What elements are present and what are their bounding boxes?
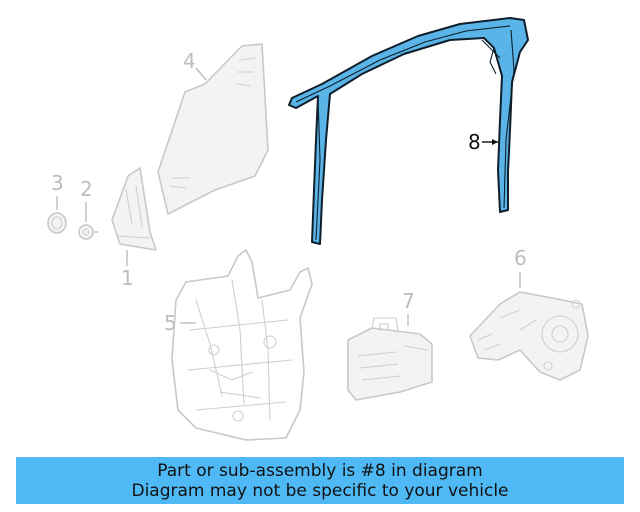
part-5-window-regulator[interactable] — [171, 249, 313, 441]
callout-2: 2 — [80, 177, 93, 222]
svg-text:4: 4 — [183, 49, 196, 73]
svg-text:6: 6 — [514, 246, 527, 270]
svg-text:2: 2 — [80, 177, 93, 201]
part-6-motor[interactable] — [469, 291, 589, 381]
parts-diagram: 4 3 2 1 5 7 6 8 — [47, 17, 589, 441]
part-3-grommet[interactable] — [47, 212, 67, 234]
banner-line-2: Diagram may not be specific to your vehi… — [131, 480, 509, 501]
svg-text:8: 8 — [468, 130, 481, 154]
svg-text:1: 1 — [121, 266, 134, 290]
svg-text:5: 5 — [164, 311, 177, 335]
part-7-control-module[interactable] — [347, 317, 433, 401]
svg-text:7: 7 — [402, 289, 415, 313]
part-8-door-frame-seal[interactable] — [288, 17, 529, 245]
callout-3: 3 — [51, 171, 64, 210]
callout-5: 5 — [164, 311, 196, 335]
part-2-clip[interactable] — [78, 224, 99, 240]
part-1-bracket[interactable] — [111, 167, 157, 251]
callout-8: 8 — [468, 130, 498, 154]
callout-7: 7 — [402, 289, 415, 326]
info-banner: Part or sub-assembly is #8 in diagram Di… — [16, 457, 624, 504]
banner-line-1: Part or sub-assembly is #8 in diagram — [157, 460, 483, 481]
callout-1: 1 — [121, 250, 134, 290]
callout-6: 6 — [514, 246, 527, 288]
part-4-door-glass[interactable] — [157, 43, 269, 215]
callout-4: 4 — [183, 49, 207, 81]
svg-text:3: 3 — [51, 171, 64, 195]
